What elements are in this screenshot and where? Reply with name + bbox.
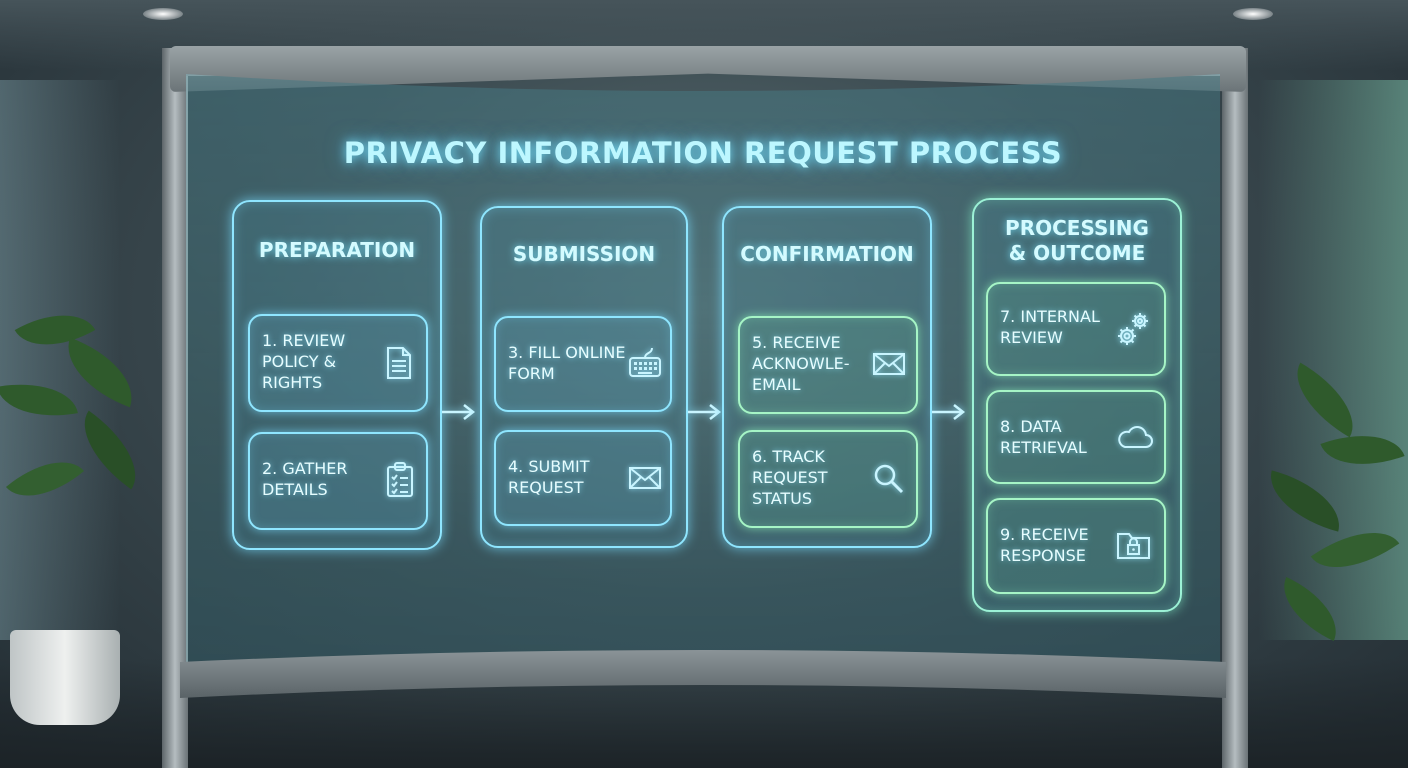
- arrow-right-icon: [686, 403, 722, 421]
- gears-icon: [1116, 310, 1152, 348]
- step-review-policy: 1. REVIEW POLICY & RIGHTS: [248, 314, 428, 412]
- step-internal-review: 7. INTERNAL REVIEW: [986, 282, 1166, 376]
- arrow-right-icon: [440, 403, 476, 421]
- diagram-title: PRIVACY INFORMATION REQUEST PROCESS: [343, 136, 1063, 170]
- keyboard-icon: [628, 346, 662, 378]
- clipboard-checklist-icon: [386, 462, 414, 498]
- step-label: 2. GATHER DETAILS: [262, 459, 348, 499]
- step-label: 6. TRACK REQUEST STATUS: [752, 447, 828, 508]
- step-label: 7. INTERNAL REVIEW: [1000, 307, 1100, 347]
- step-receive-acknowledgement-email: 5. RECEIVE ACKNOWLE- EMAIL: [738, 316, 918, 414]
- right-plant: [1255, 362, 1408, 768]
- left-post: [162, 48, 188, 768]
- right-post: [1222, 48, 1248, 768]
- stage-processing-outcome: PROCESSING & OUTCOME: [972, 198, 1182, 612]
- step-label: 9. RECEIVE RESPONSE: [1000, 525, 1089, 565]
- locked-folder-icon: [1116, 530, 1152, 560]
- envelope-icon: [872, 352, 906, 376]
- step-submit-request: 4. SUBMIT REQUEST: [494, 430, 672, 526]
- step-receive-response: 9. RECEIVE RESPONSE: [986, 498, 1166, 594]
- step-data-retrieval: 8. DATA RETRIEVAL: [986, 390, 1166, 484]
- arrow-right-icon: [930, 403, 966, 421]
- stage-title: PREPARATION: [258, 238, 416, 262]
- envelope-icon: [628, 466, 662, 490]
- left-plant: [0, 290, 160, 740]
- step-label: 1. REVIEW POLICY & RIGHTS: [262, 331, 346, 392]
- stage-title: CONFIRMATION: [740, 242, 914, 266]
- step-track-request-status: 6. TRACK REQUEST STATUS: [738, 430, 918, 528]
- ceiling-light: [143, 8, 183, 20]
- step-label: 4. SUBMIT REQUEST: [508, 457, 590, 497]
- step-gather-details: 2. GATHER DETAILS: [248, 432, 428, 530]
- ceiling-light: [1233, 8, 1273, 20]
- document-icon: [386, 346, 412, 380]
- step-label: 5. RECEIVE ACKNOWLE- EMAIL: [752, 333, 850, 394]
- step-label: 8. DATA RETRIEVAL: [1000, 417, 1087, 457]
- step-fill-online-form: 3. FILL ONLINE FORM: [494, 316, 672, 412]
- step-label: 3. FILL ONLINE FORM: [508, 343, 626, 383]
- stage-title: PROCESSING & OUTCOME: [1005, 216, 1149, 265]
- stage-title: SUBMISSION: [512, 242, 656, 266]
- glass-screen: [186, 74, 1224, 670]
- magnifier-icon: [872, 462, 904, 494]
- stage-confirmation: CONFIRMATION: [722, 206, 932, 548]
- cloud-icon: [1116, 424, 1154, 450]
